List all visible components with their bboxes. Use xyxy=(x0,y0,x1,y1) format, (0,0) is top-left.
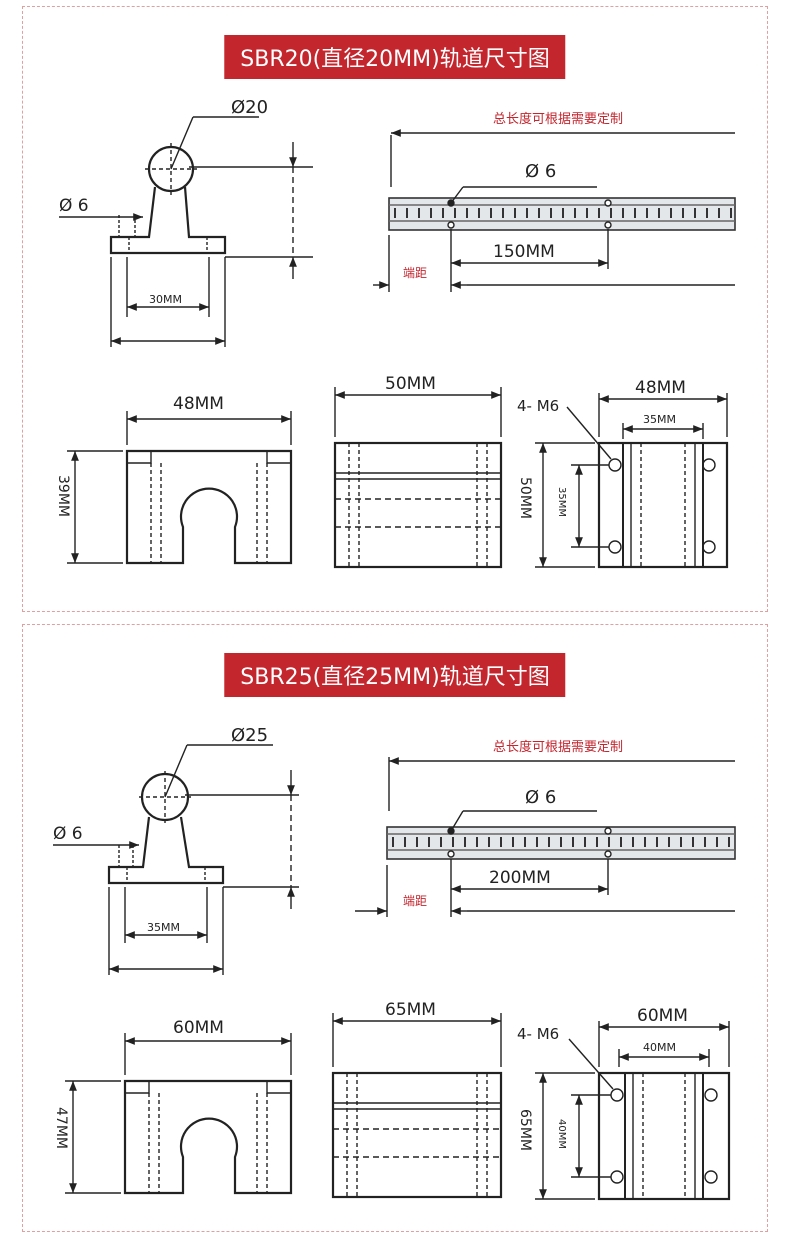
label-side-length: 50MM xyxy=(385,374,436,394)
label-end-distance: 端距 xyxy=(403,266,427,280)
sbr25-drawing: Ø25 Ø 6 35MM 总长度可根据需要定制 Ø 6 200MM 端距 60M… xyxy=(53,725,736,1201)
label-top-width: 60MM xyxy=(637,1006,688,1026)
label-total-length-note: 总长度可根据需要定制 xyxy=(493,111,623,127)
label-top-width: 48MM xyxy=(635,378,686,398)
label-profile-hole: Ø 6 xyxy=(59,196,89,216)
label-base-width: 30MM xyxy=(149,293,182,306)
label-top-inner: 35MM xyxy=(643,413,676,426)
label-front-height: 39MM xyxy=(55,475,71,517)
label-rod-diameter: Ø25 xyxy=(231,725,268,746)
label-front-width: 48MM xyxy=(173,394,224,414)
block-top-view xyxy=(535,1021,731,1201)
label-top-length: 65MM xyxy=(517,1109,533,1151)
block-front-view xyxy=(65,1033,293,1195)
label-front-width: 60MM xyxy=(173,1018,224,1038)
label-top-inner-length: 35MM xyxy=(556,487,567,517)
label-end-distance: 端距 xyxy=(403,894,427,908)
block-side-view xyxy=(333,387,503,569)
panel-sbr20: SBR20(直径20MM)轨道尺寸图 xyxy=(22,6,768,612)
label-bolts: 4- M6 xyxy=(517,1025,559,1043)
block-top-view xyxy=(535,393,729,569)
block-side-view xyxy=(331,1013,503,1199)
label-bolts: 4- M6 xyxy=(517,397,559,415)
label-top-inner: 40MM xyxy=(643,1041,676,1054)
label-rail-hole: Ø 6 xyxy=(525,787,556,808)
rail-profile-view xyxy=(59,116,313,347)
panel-sbr25: SBR25(直径25MM)轨道尺寸图 xyxy=(22,624,768,1232)
label-top-length: 50MM xyxy=(517,477,533,519)
rail-profile-view xyxy=(53,744,299,975)
label-base-width: 35MM xyxy=(147,921,180,934)
block-front-view xyxy=(67,411,293,565)
panel-title: SBR25(直径25MM)轨道尺寸图 xyxy=(224,653,566,697)
label-profile-hole: Ø 6 xyxy=(53,824,83,844)
label-rod-diameter: Ø20 xyxy=(231,97,268,118)
label-rail-pitch: 150MM xyxy=(493,242,555,262)
rail-length-view xyxy=(373,129,736,292)
sbr20-drawing: Ø20 Ø 6 30MM 总长度可根据需要定制 Ø 6 150MM 端距 48M… xyxy=(55,97,736,569)
label-rail-hole: Ø 6 xyxy=(525,161,556,182)
label-side-length: 65MM xyxy=(385,1000,436,1020)
label-rail-pitch: 200MM xyxy=(489,868,551,888)
label-top-inner-length: 40MM xyxy=(556,1119,567,1149)
rail-length-view xyxy=(355,757,736,917)
label-total-length-note: 总长度可根据需要定制 xyxy=(493,739,623,755)
panel-title: SBR20(直径20MM)轨道尺寸图 xyxy=(224,35,566,79)
label-front-height: 47MM xyxy=(53,1107,69,1149)
